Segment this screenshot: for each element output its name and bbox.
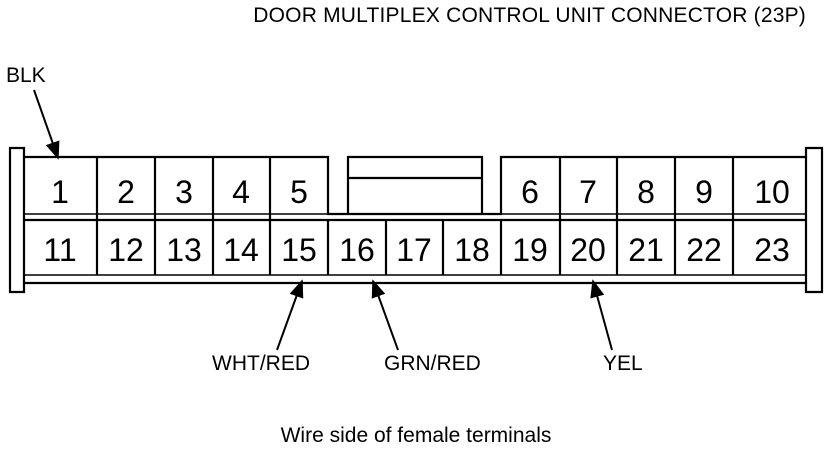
terminal-number: 5 [290,174,308,210]
terminal-number: 14 [223,232,259,268]
terminal-number: 20 [570,232,606,268]
terminal-number: 12 [108,232,144,268]
terminal-number: 23 [754,232,790,268]
terminal-number: 10 [754,174,790,210]
callout-label-grn-red: GRN/RED [384,352,481,375]
terminal-number: 11 [43,232,76,268]
callout-label-blk: BLK [6,64,46,87]
arrow-wht-red [276,279,304,351]
diagram-title: DOOR MULTIPLEX CONTROL UNIT CONNECTOR (2… [253,4,806,27]
terminal-number: 4 [232,174,250,210]
terminal-number: 17 [396,232,432,268]
terminal-number: 8 [637,174,655,210]
connector-housing [8,146,824,294]
terminal-number: 19 [512,232,548,268]
terminal-number: 1 [51,174,69,210]
arrow-blk [33,89,60,160]
terminal-number: 6 [521,174,539,210]
arrow-grn-red [371,279,399,351]
terminal-number: 7 [579,174,597,210]
arrow-yel [590,279,613,351]
diagram-caption: Wire side of female terminals [280,424,552,447]
terminal-number: 21 [628,232,664,268]
terminal-number: 16 [339,232,375,268]
terminal-number: 15 [281,232,317,268]
terminal-number: 13 [166,232,202,268]
callout-label-wht-red: WHT/RED [212,352,310,375]
terminal-number: 9 [695,174,713,210]
terminal-number: 18 [454,232,490,268]
terminal-number: 3 [175,174,193,210]
terminal-row-top: 1 2 3 4 5 6 7 8 9 10 [51,174,790,210]
terminal-row-bottom: 11 12 13 14 15 16 17 18 19 20 21 22 23 [43,232,789,268]
terminal-number: 22 [686,232,722,268]
terminal-number: 2 [117,174,135,210]
callout-label-yel: YEL [603,352,643,375]
center-lock-key [346,155,484,214]
